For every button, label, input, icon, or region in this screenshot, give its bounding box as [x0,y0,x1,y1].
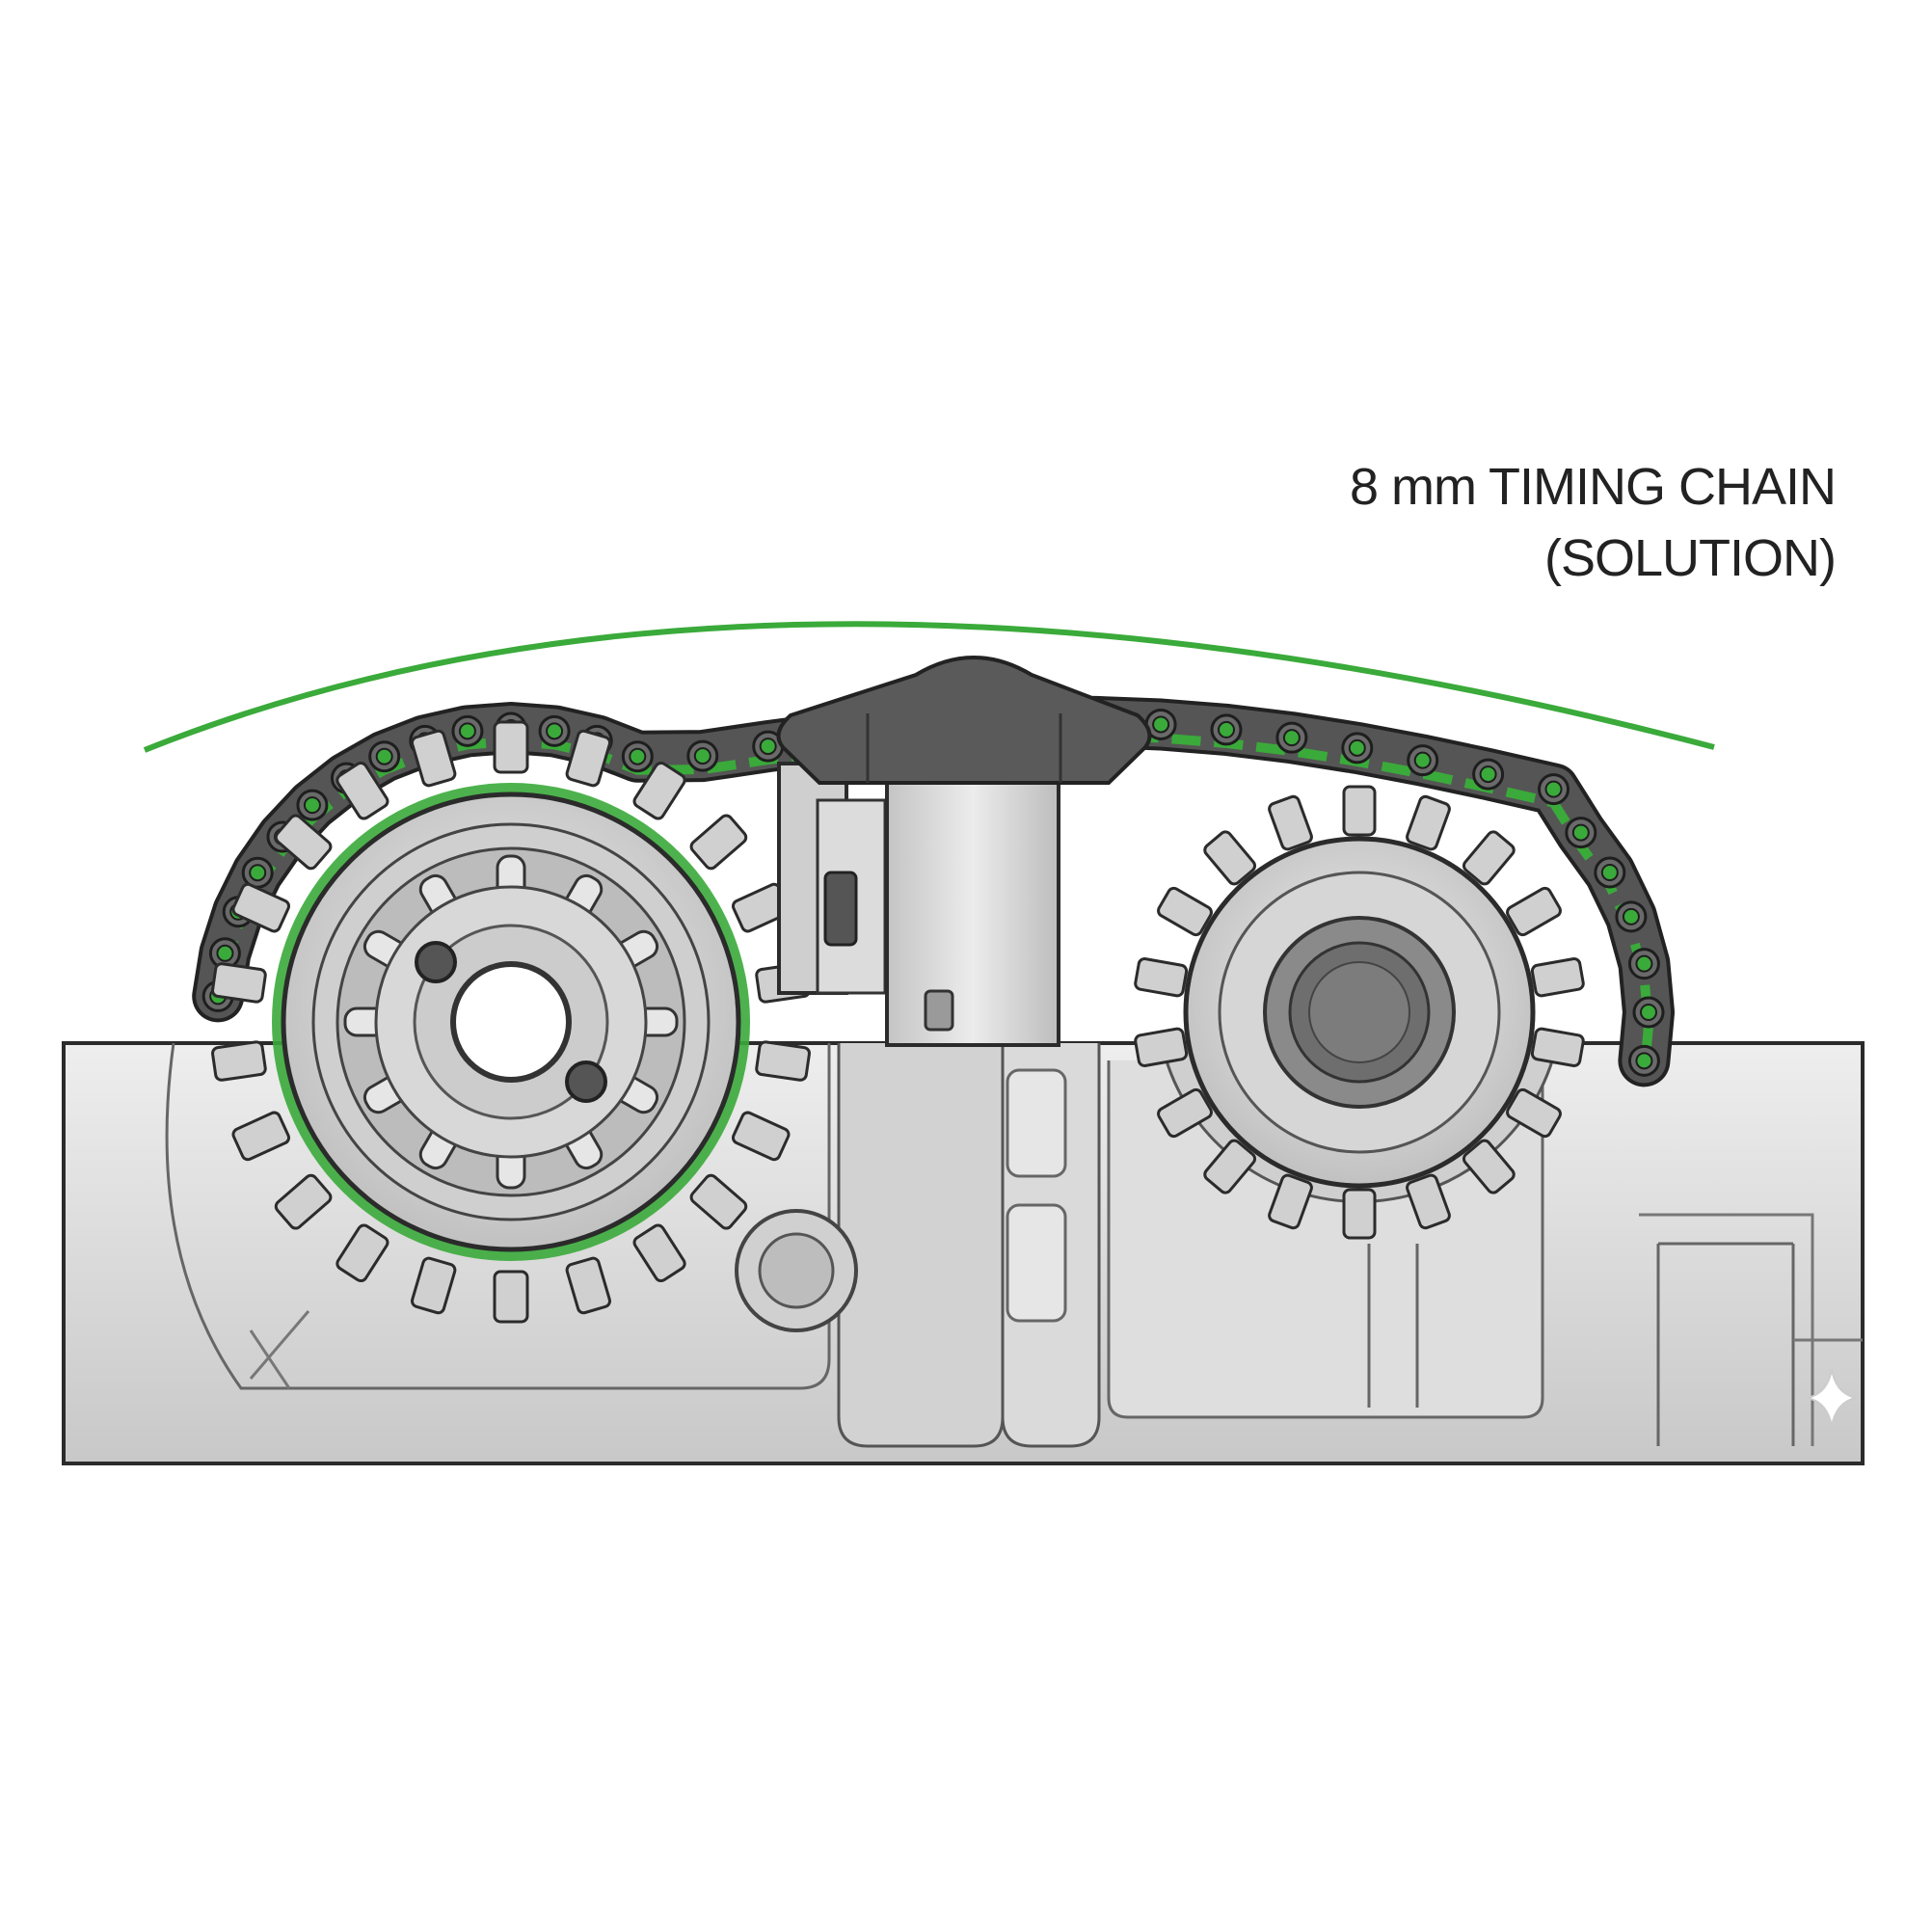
sprocket-tooth [493,720,529,774]
sprocket-tooth [1406,794,1451,851]
chain-pin [1635,954,1653,973]
chain-pin [303,796,321,815]
chain-pin [1413,751,1432,769]
chain-pin [1635,1052,1653,1070]
sprocket-tooth [1203,830,1257,886]
chain-pin [1600,864,1619,881]
sprocket-tooth [1506,886,1562,937]
sprocket-tooth [1530,1027,1585,1067]
sprocket-tooth [1530,957,1585,998]
sprocket-tooth [1342,1188,1377,1240]
sprocket-tooth [755,1040,811,1082]
chain-pin [375,747,393,765]
chain-pin [546,722,564,740]
chain-pin [1622,907,1640,926]
cam-sprocket-left [211,720,811,1324]
sprocket-tooth [411,1256,457,1315]
caption-subtitle: (SOLUTION) [1543,529,1837,587]
sprocket-tooth [1157,886,1213,937]
sprocket-tooth [274,814,333,871]
sprocket-tooth [1342,785,1377,837]
sparkle-icon [1807,1368,1857,1428]
sprocket-tooth [565,1256,611,1315]
sprocket-tooth [1203,1139,1257,1194]
sprocket-tooth [1134,957,1189,998]
caption-title: 8 mm TIMING CHAIN [1349,458,1837,516]
chain-pin [1544,780,1563,798]
chain-path-arc [143,621,1715,753]
sprocket-tooth [335,1223,389,1283]
chain-tensioner [776,656,1152,1047]
chain-pin [1479,765,1497,784]
chain-pin [1282,729,1301,747]
sprocket-tooth [1462,1139,1516,1194]
chain-pin [693,747,711,765]
chain-pin [216,944,234,962]
chain-pin [458,722,476,740]
sprocket-tooth [274,1173,333,1230]
sprocket-tooth [689,814,748,871]
sprocket-tooth [1406,1173,1451,1230]
chain-pin [1571,823,1590,842]
chain-highlight [213,730,1654,1075]
sprocket-tooth [1462,830,1516,886]
chain-pin [1218,720,1235,738]
sprocket-tooth [493,1270,529,1324]
sprocket-tooth [1268,794,1313,851]
sprocket-tooth [231,1111,291,1162]
sprocket-tooth [411,729,457,788]
sprocket-tooth [731,1111,791,1162]
chain-pin [249,864,267,882]
chain-pin [629,747,647,765]
sprocket-tooth [565,729,611,788]
sprocket-tooth [632,1223,686,1283]
sprocket-tooth [1157,1087,1213,1139]
sprocket-tooth [632,761,686,820]
sprocket-tooth [335,761,389,820]
sprocket-tooth [689,1173,748,1230]
chain-pin [1348,738,1366,757]
sprocket-tooth [1134,1027,1189,1067]
cam-sprocket-right [1134,785,1585,1240]
sprocket-tooth [211,962,267,1004]
sprocket-tooth [231,882,291,933]
chain-pin [1152,715,1170,734]
sprocket-tooth [1506,1087,1562,1139]
chain-pin [759,738,777,756]
chain-pin [1640,1004,1657,1021]
sprocket-tooth [211,1040,267,1082]
sprocket-tooth [1268,1173,1313,1230]
